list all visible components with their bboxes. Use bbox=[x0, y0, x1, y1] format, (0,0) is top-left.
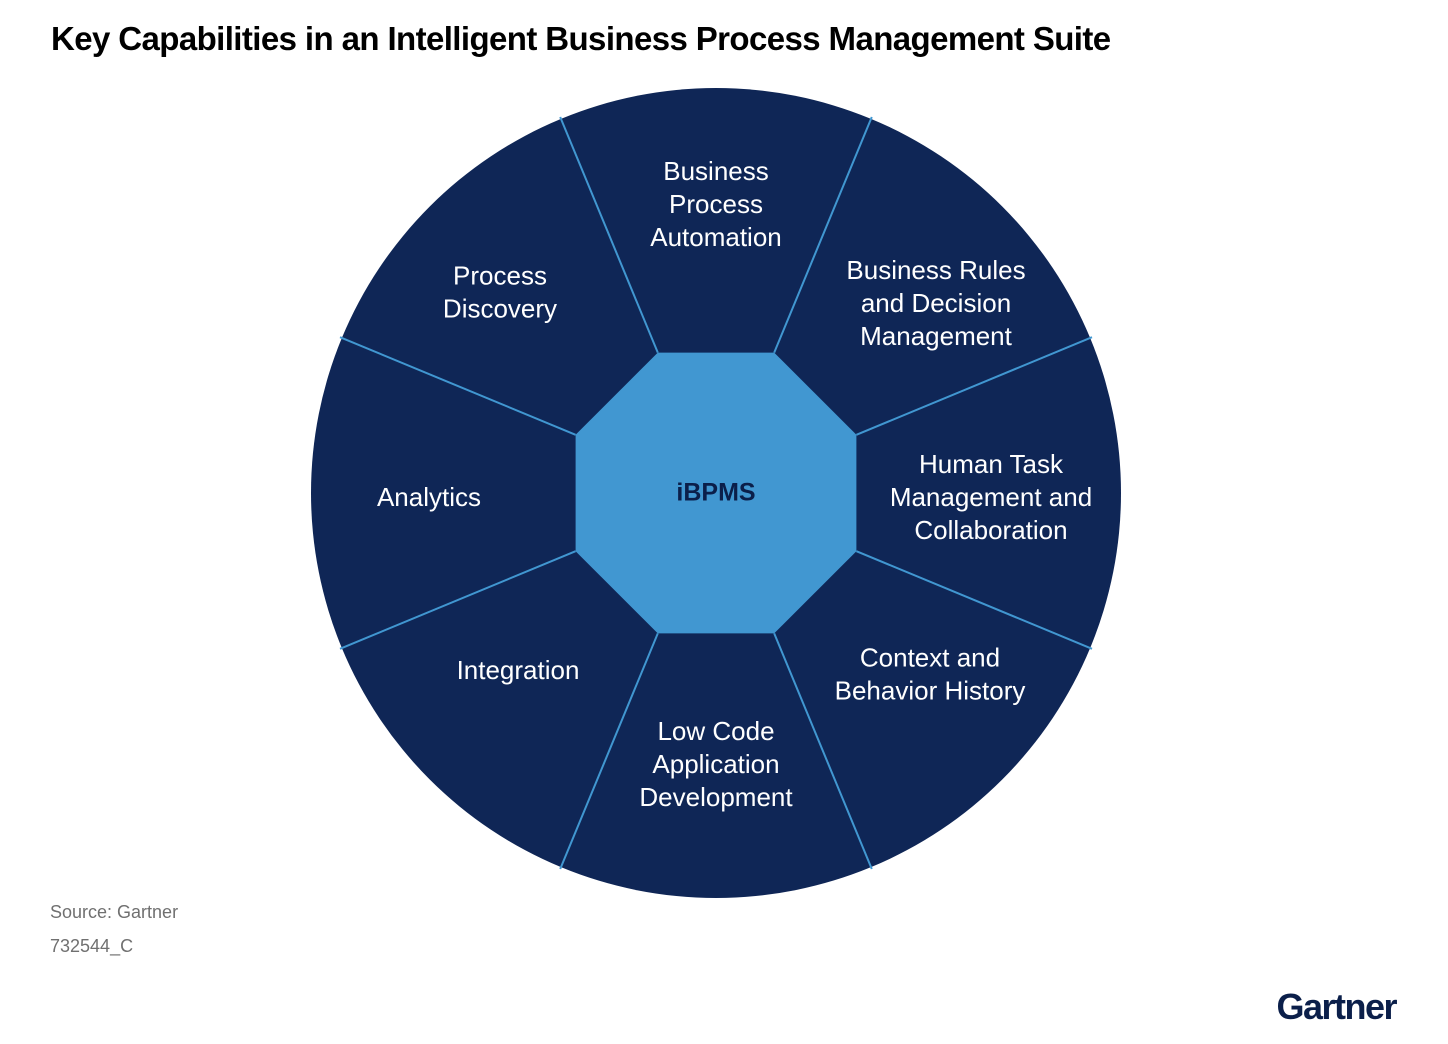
segment-label: Analytics bbox=[377, 482, 481, 512]
figure-id: 732544_C bbox=[50, 936, 134, 956]
segment-divider bbox=[559, 116, 659, 353]
segment-label-line: Human Task bbox=[919, 449, 1064, 479]
segment-divider bbox=[773, 116, 873, 353]
source-note: Source: Gartner bbox=[50, 902, 179, 922]
segment-label-line: Low Code bbox=[657, 716, 774, 746]
segment-label-line: Context and bbox=[860, 643, 1000, 673]
segment-label-line: Behavior History bbox=[835, 676, 1026, 706]
segment-label-line: Process bbox=[453, 261, 547, 291]
segment-label-line: Development bbox=[639, 782, 793, 812]
segment-label-line: Process bbox=[669, 189, 763, 219]
segment-divider bbox=[339, 336, 576, 436]
segment-label-line: Integration bbox=[457, 655, 580, 685]
segment-divider bbox=[856, 550, 1093, 650]
segment-label-line: Management and bbox=[890, 482, 1092, 512]
segment-label-line: Analytics bbox=[377, 482, 481, 512]
segment-label-line: and Decision bbox=[861, 288, 1011, 318]
segment-label: Integration bbox=[457, 655, 580, 685]
center-label: iBPMS bbox=[676, 479, 755, 507]
segment-divider bbox=[559, 633, 659, 870]
segment-label-line: Business bbox=[663, 156, 769, 186]
page-title: Key Capabilities in an Intelligent Busin… bbox=[51, 20, 1111, 57]
segment-label-line: Business Rules bbox=[846, 255, 1025, 285]
segment-divider bbox=[339, 550, 576, 650]
segment-label-line: Application bbox=[652, 749, 779, 779]
segment-label-line: Management bbox=[860, 321, 1013, 351]
segment-label-line: Discovery bbox=[443, 294, 557, 324]
segment-dividers bbox=[339, 116, 1093, 870]
segment-divider bbox=[856, 336, 1093, 436]
segment-divider bbox=[773, 633, 873, 870]
center-octagon bbox=[575, 352, 857, 634]
segment-label-line: Automation bbox=[650, 222, 782, 252]
segment-label-line: Collaboration bbox=[914, 515, 1067, 545]
gartner-logo: Gartner bbox=[1276, 986, 1397, 1027]
